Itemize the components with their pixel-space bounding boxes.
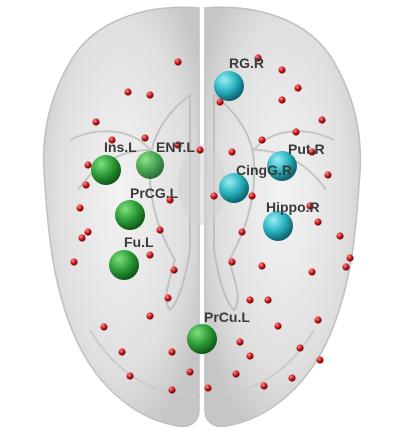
brain-surface [42,6,362,428]
small-node [254,54,262,62]
small-node [82,181,90,189]
node-ent-l [136,151,164,179]
node-prcg-l [115,200,145,230]
small-node [100,323,108,331]
small-node [186,368,194,376]
small-node [264,296,272,304]
small-node [156,226,164,234]
node-fu-l [109,250,139,280]
node-prcu-l [187,324,217,354]
small-node [126,372,134,380]
small-node [228,258,236,266]
small-node [204,384,212,392]
inner-structure-right [213,92,256,312]
small-node [306,202,314,210]
small-node [78,234,86,242]
temporal-fold-right [251,130,335,191]
small-node [316,356,324,364]
small-node [108,136,116,144]
small-node [248,192,256,200]
small-node-layer [70,54,354,394]
small-node [274,322,282,330]
small-node [92,118,100,126]
node-put-r [267,151,297,181]
region-label-layer: RG.R Ins.L ENT.L Put.R CingG.R PrCG.L Hippo.R F… [104,55,325,325]
label-rg-r: RG.R [229,55,264,71]
small-node [314,316,322,324]
inner-structure-left [148,92,191,312]
label-cingg-r: CingG.R [236,162,292,178]
label-ent-l: ENT.L [156,139,195,155]
small-node [146,312,154,320]
small-node [84,228,92,236]
small-node [124,88,132,96]
small-node [210,192,218,200]
small-node [318,116,326,124]
small-node [246,296,254,304]
label-prcg-l: PrCG.L [130,185,179,201]
small-node [258,262,266,270]
small-node [146,251,154,259]
small-node [146,91,154,99]
node-rg-r [214,71,244,101]
small-node [76,204,84,212]
small-node [260,382,268,390]
region-node-layer [91,71,297,354]
small-node [288,374,296,382]
small-node [228,148,236,156]
small-node [292,128,300,136]
small-node [164,294,172,302]
small-node [308,148,316,156]
small-node [342,263,350,271]
label-put-r: Put.R [288,141,325,157]
small-node [232,370,240,378]
small-node [324,171,332,179]
small-node [170,266,178,274]
small-node [346,254,354,262]
small-node [174,141,182,149]
small-node [258,136,266,144]
small-node [70,258,78,266]
small-node [294,84,302,92]
small-node [308,268,316,276]
small-node [238,228,246,236]
small-node [168,348,176,356]
small-node [166,196,174,204]
small-node [216,98,224,106]
lower-arc-right [208,329,315,396]
small-node [246,352,254,360]
small-node [336,232,344,240]
label-ins-l: Ins.L [104,139,137,155]
small-node [141,134,149,142]
small-node [296,344,304,352]
label-fu-l: Fu.L [124,234,154,250]
small-node [314,218,322,226]
node-cingg-r [219,173,249,203]
small-node [174,58,182,66]
label-hippo-r: Hippo.R [266,199,320,215]
node-hippo-r [263,211,293,241]
small-node [278,66,286,74]
small-node [168,386,176,394]
node-ins-l [91,155,121,185]
small-node [278,96,286,104]
small-node [118,348,126,356]
small-node [236,338,244,346]
small-node [84,161,92,169]
center-structure [178,145,226,225]
label-prcu-l: PrCu.L [204,309,250,325]
small-node [196,146,204,154]
lower-arc-left [89,329,196,396]
